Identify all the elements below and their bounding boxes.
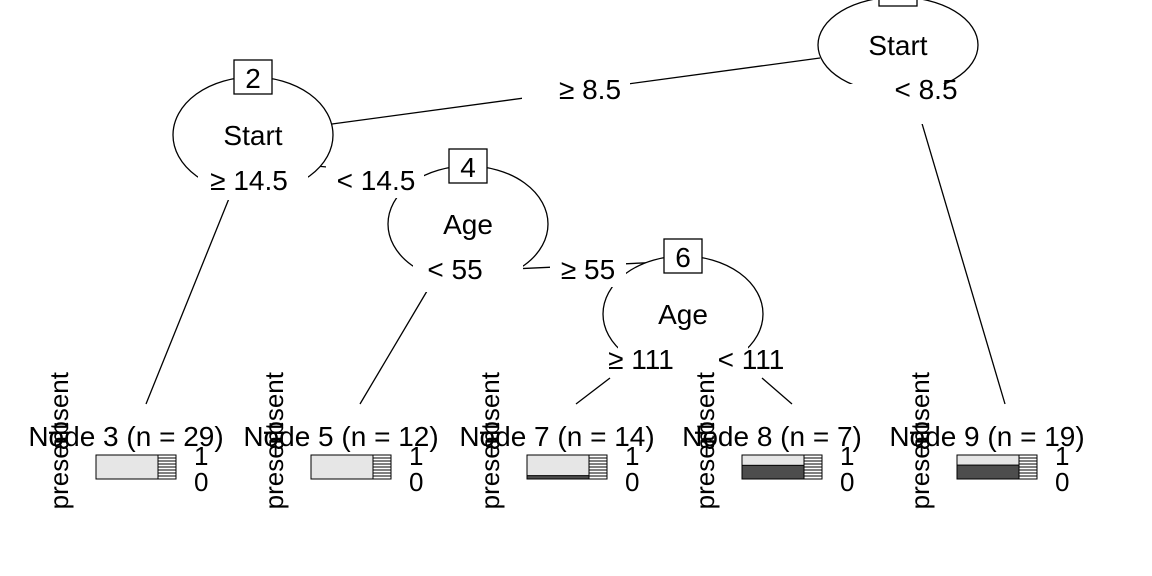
class-label-present: present	[44, 422, 74, 509]
class-label-absent: absent	[905, 371, 935, 450]
tick-label-1: 1	[1055, 441, 1069, 471]
inner-node-1: 1 Start	[817, 0, 979, 124]
node-2-id-box	[233, 59, 273, 95]
split-4-left: < 55	[427, 254, 482, 285]
node-6-variable: Age	[658, 299, 708, 330]
terminal-node-label: Node 7 (n = 14)	[459, 421, 654, 452]
terminal-node-label: Node 5 (n = 12)	[243, 421, 438, 452]
node-2-gap	[198, 160, 308, 200]
tick-label-0: 0	[409, 467, 423, 497]
split-6-right: < 111	[718, 344, 785, 375]
node-2-variable: Start	[223, 120, 282, 151]
node-4-id-box	[448, 148, 488, 184]
bar-present-segment	[741, 464, 805, 480]
split-1-left: ≥ 8.5	[559, 74, 621, 105]
node-6-gap	[618, 340, 748, 380]
split-label-bg	[522, 72, 630, 106]
class-label-absent: absent	[259, 371, 289, 450]
split-label-bg	[326, 164, 424, 198]
split-4-right: ≥ 55	[561, 254, 615, 285]
split-labels: ≥ 8.5 < 8.5 ≥ 14.5 < 14.5 < 55 ≥ 55 ≥ 11…	[210, 72, 958, 375]
edge-6-7	[575, 377, 611, 405]
terminal-node-label: Node 9 (n = 19)	[889, 421, 1084, 452]
bar-absent-segment	[95, 454, 159, 480]
class-label-present: present	[475, 422, 505, 509]
node-4-gap	[413, 252, 523, 292]
node-2-id: 2	[245, 63, 261, 94]
split-2-right: < 14.5	[337, 165, 416, 196]
inner-node-2: 2 Start	[172, 59, 334, 200]
bar-present-segment	[956, 464, 1020, 480]
class-label-present: present	[259, 422, 289, 509]
bar-absent-segment	[526, 454, 590, 480]
node-4-id: 4	[460, 152, 476, 183]
edge-6-8	[761, 377, 793, 405]
inner-node-4: 4 Age	[387, 148, 549, 292]
class-label-absent: absent	[44, 371, 74, 450]
tick-label-1: 1	[625, 441, 639, 471]
bar-absent-segment	[310, 454, 374, 480]
tick-label-1: 1	[409, 441, 423, 471]
tick-label-1: 1	[840, 441, 854, 471]
class-label-absent: absent	[690, 371, 720, 450]
bar-present-segment	[526, 475, 590, 480]
node-1-id-box	[878, 0, 918, 7]
split-1-right: < 8.5	[894, 74, 957, 105]
tick-label-0: 0	[194, 467, 208, 497]
node-1-gap	[848, 84, 948, 124]
node-6-id: 6	[675, 242, 691, 273]
split-2-left: ≥ 14.5	[210, 165, 288, 196]
terminal-node-label: Node 3 (n = 29)	[28, 421, 223, 452]
class-label-present: present	[690, 422, 720, 509]
inner-node-6: 6 Age	[602, 238, 764, 380]
class-label-present: present	[905, 422, 935, 509]
tick-label-1: 1	[194, 441, 208, 471]
node-4-variable: Age	[443, 209, 493, 240]
tick-label-0: 0	[625, 467, 639, 497]
node-6-id-box	[663, 238, 703, 274]
tick-label-0: 0	[1055, 467, 1069, 497]
edge-2-3	[145, 195, 231, 405]
node-1-variable: Start	[868, 30, 927, 61]
tick-label-0: 0	[840, 467, 854, 497]
class-label-absent: absent	[475, 371, 505, 450]
split-6-left: ≥ 111	[608, 344, 674, 375]
terminal-node-label: Node 8 (n = 7)	[682, 421, 862, 452]
split-label-bg	[550, 253, 626, 287]
edge-1-9	[917, 109, 1006, 405]
edge-4-5	[359, 285, 431, 405]
node-1-id: 1	[891, 0, 905, 2]
